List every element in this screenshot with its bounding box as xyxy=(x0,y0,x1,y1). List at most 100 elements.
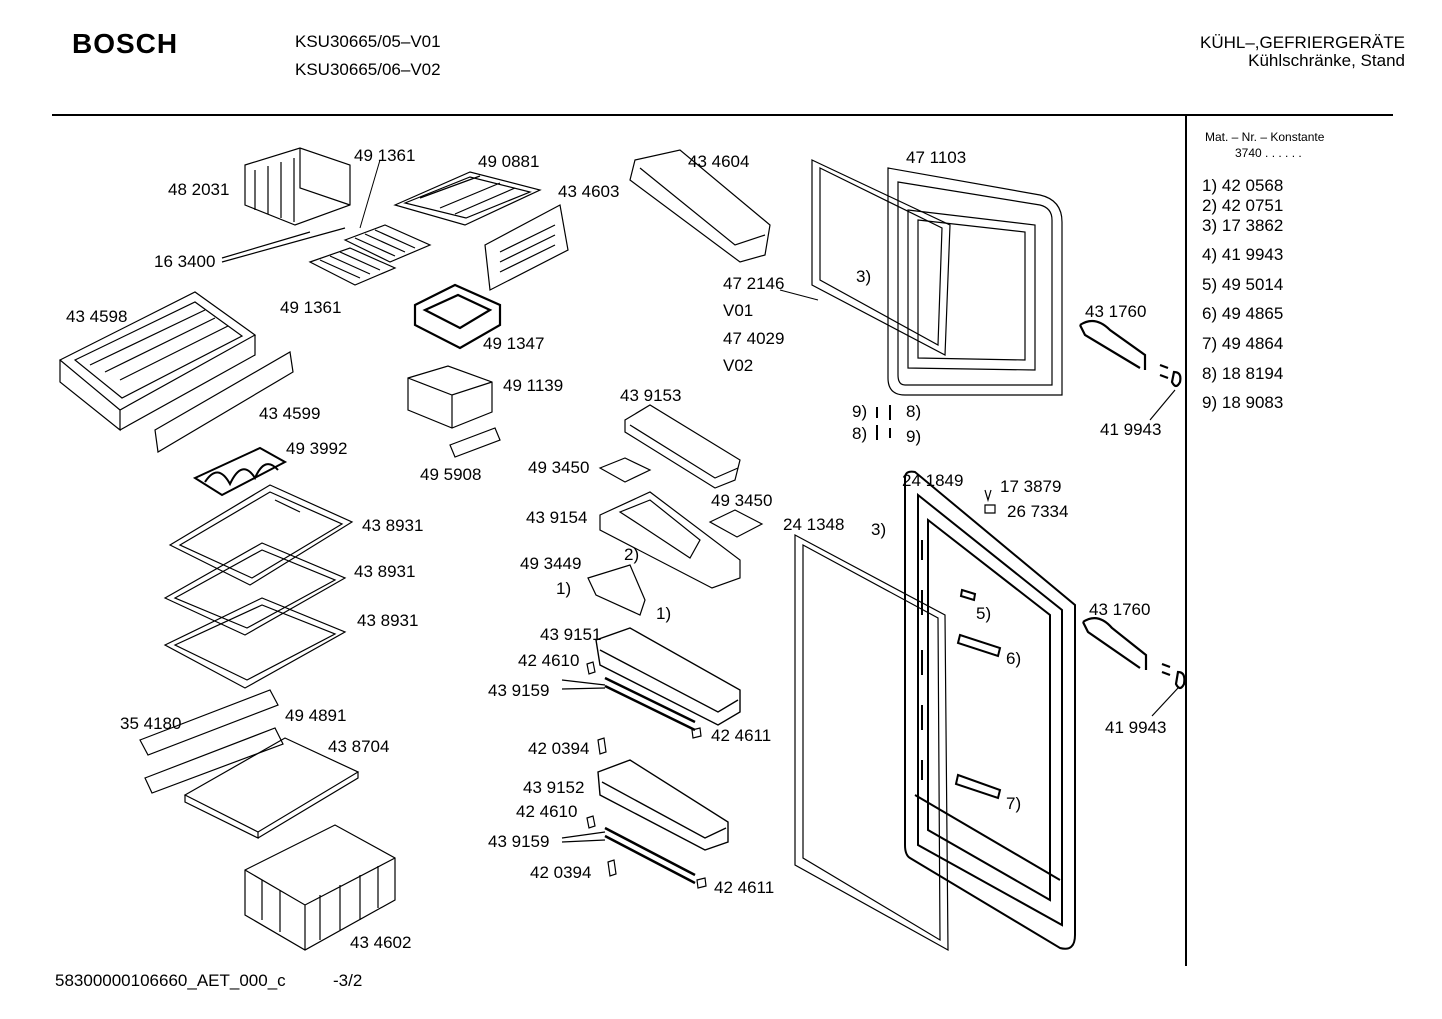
part-label: V01 xyxy=(723,301,754,320)
part-cap-424611b xyxy=(696,877,707,889)
part-gasket-241348 xyxy=(794,534,949,952)
category-title: KÜHL–,GEFRIERGERÄTE xyxy=(1200,33,1405,52)
part-label: 9) xyxy=(906,427,922,446)
part-label: 42 4611 xyxy=(711,726,772,745)
part-door-bin-434604 xyxy=(629,149,771,263)
part-egg-tray-a xyxy=(598,457,652,483)
part-label: 49 3450 xyxy=(711,491,773,510)
part-trim-439159b xyxy=(604,826,696,885)
part-block-267334 xyxy=(984,504,996,514)
part-grid-lid-490881 xyxy=(393,171,542,226)
part-label: 17 3879 xyxy=(1000,477,1062,496)
part-label: 49 1139 xyxy=(503,376,564,395)
part-label: 41 9943 xyxy=(1105,718,1167,737)
page-number: -3/2 xyxy=(333,971,363,990)
part-clip-420394b xyxy=(607,859,617,877)
part-label: 43 9159 xyxy=(488,832,550,851)
part-glass-shelf-2 xyxy=(163,542,347,636)
part-label: 43 9151 xyxy=(540,625,602,644)
part-label: 8) xyxy=(852,424,868,443)
part-label: 43 4602 xyxy=(350,933,412,952)
part-label: 49 1361 xyxy=(354,146,416,165)
part-label: 8) xyxy=(906,402,922,421)
part-label: 42 0394 xyxy=(528,739,590,758)
leader-line xyxy=(1151,687,1179,717)
part-label: 24 1348 xyxy=(783,515,845,534)
part-label: 49 3450 xyxy=(528,458,590,477)
part-drawer-434598 xyxy=(58,291,257,432)
leader-line xyxy=(561,831,606,843)
part-screw-173879 xyxy=(984,489,992,503)
part-label: 42 4610 xyxy=(516,802,578,821)
part-clip-420394a xyxy=(597,737,607,755)
part-label: 43 9154 xyxy=(526,508,588,527)
sidebar-item: 1) 42 0568 xyxy=(1202,176,1284,195)
part-label: 5) xyxy=(976,604,992,623)
model-number-1: KSU30665/05–V01 xyxy=(295,32,441,51)
part-panel-434603 xyxy=(484,204,569,291)
part-ice-tray-upper xyxy=(343,159,432,263)
category-subtitle: Kühlschränke, Stand xyxy=(1248,51,1405,70)
part-label: 43 4598 xyxy=(66,307,128,326)
part-label: 16 3400 xyxy=(154,252,216,271)
part-label: 49 4891 xyxy=(285,706,347,725)
part-bin-439151 xyxy=(595,627,741,726)
part-label: 2) xyxy=(624,545,640,564)
part-handle-upper xyxy=(1079,319,1182,388)
part-fridge-door xyxy=(904,470,1076,950)
model-number-2: KSU30665/06–V02 xyxy=(295,60,441,79)
part-label: 43 8931 xyxy=(357,611,419,630)
part-label: 1) xyxy=(656,604,672,623)
sidebar-item: 4) 41 9943 xyxy=(1202,245,1284,264)
part-screws xyxy=(876,405,891,440)
part-holder-491347 xyxy=(413,283,502,350)
leader-line xyxy=(1149,389,1176,421)
leader-line xyxy=(221,231,311,259)
sidebar-constant: 3740 . . . . . . xyxy=(1235,146,1302,160)
part-egg-tray-b xyxy=(708,509,764,538)
part-shelf-438704 xyxy=(183,737,360,839)
sidebar-item: 5) 49 5014 xyxy=(1202,275,1284,294)
leader-line xyxy=(561,679,606,690)
part-label: 24 1849 xyxy=(902,471,964,490)
part-crisper-434602 xyxy=(244,824,396,951)
part-label: 47 1103 xyxy=(906,148,967,167)
part-label: 42 0394 xyxy=(530,863,592,882)
part-bin-439153 xyxy=(624,404,741,489)
part-cap-424611a xyxy=(691,727,702,739)
part-bottle-rack-493992 xyxy=(192,446,288,497)
part-bin-439154 xyxy=(599,491,741,589)
part-label: 43 9153 xyxy=(620,386,682,405)
part-label: 43 1760 xyxy=(1085,302,1147,321)
sidebar-heading: Mat. – Nr. – Konstante xyxy=(1205,130,1325,144)
part-handle-lower xyxy=(1082,617,1186,690)
part-strip-434599 xyxy=(154,351,294,453)
sidebar-item: 2) 42 0751 xyxy=(1202,196,1284,215)
sidebar-item: 9) 18 9083 xyxy=(1202,393,1284,412)
part-clip-424610a xyxy=(586,661,596,675)
part-label: 43 1760 xyxy=(1089,600,1151,619)
part-label: 49 1347 xyxy=(483,334,545,353)
part-clip-495908 xyxy=(449,427,501,458)
sidebar-item: 3) 17 3862 xyxy=(1202,216,1284,235)
part-label: 43 8931 xyxy=(362,516,424,535)
part-label: 42 4611 xyxy=(714,878,775,897)
part-ice-tray-lower xyxy=(308,247,397,286)
brand-logo: BOSCH xyxy=(72,28,179,59)
part-label: 43 4603 xyxy=(558,182,620,201)
part-label: 7) xyxy=(1006,794,1022,813)
part-label: 26 7334 xyxy=(1007,502,1069,521)
part-label: 42 4610 xyxy=(518,651,580,670)
sidebar-item: 7) 49 4864 xyxy=(1202,334,1284,353)
part-label: 43 4599 xyxy=(259,404,321,423)
part-label: 49 1361 xyxy=(280,298,342,317)
document-id: 58300000106660_AET_000_c xyxy=(55,971,286,990)
part-box-491139 xyxy=(407,365,493,429)
part-label: 1) xyxy=(556,579,572,598)
sidebar-item: 6) 49 4865 xyxy=(1202,304,1284,323)
part-label: 35 4180 xyxy=(120,714,182,733)
part-bin-439152 xyxy=(597,759,729,851)
part-label: 47 2146 xyxy=(723,274,785,293)
leader-line xyxy=(221,227,346,263)
